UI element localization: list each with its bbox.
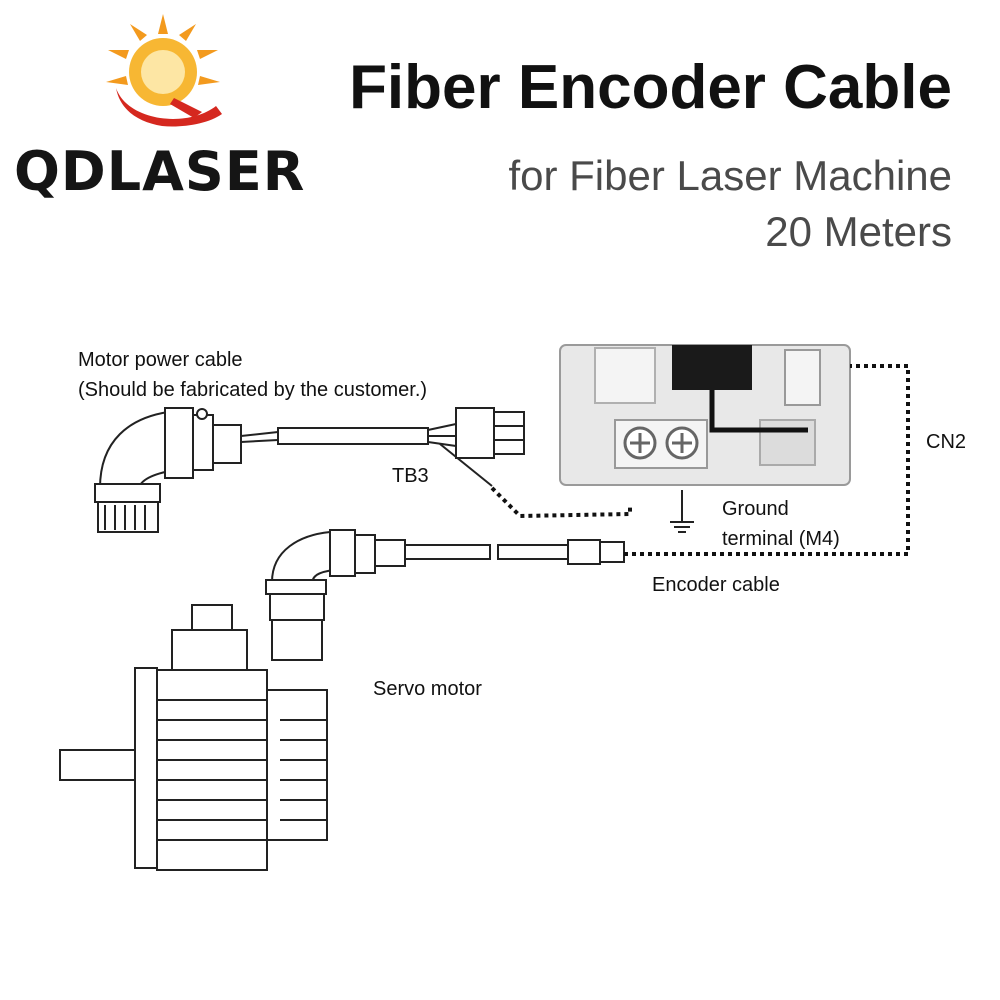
motor-power-cable-icon: [240, 423, 493, 487]
servo-drive-icon: [559, 344, 851, 486]
brand-logo-text: QDLASER: [14, 140, 306, 203]
motor-power-cable-label: Motor power cable: [78, 349, 243, 371]
qdlaser-sun-logo: [106, 14, 222, 127]
ground-terminal-label-line2: terminal (M4): [722, 528, 840, 550]
tb3-label: TB3: [392, 465, 429, 487]
encoder-cable-icon: [404, 539, 625, 565]
page-subtitle-line2: 20 Meters: [765, 208, 952, 255]
motor-power-connector-icon: [94, 407, 242, 533]
tb3-connector-icon: [455, 407, 525, 459]
servo-motor-label: Servo motor: [373, 678, 482, 700]
encoder-connector-icon: [265, 529, 406, 621]
ground-terminal-label-line1: Ground: [722, 498, 789, 520]
servo-motor-icon: [59, 604, 328, 871]
motor-power-note: (Should be fabricated by the customer.): [78, 379, 428, 401]
cn2-label: CN2: [926, 431, 967, 453]
cn2-wire: [624, 364, 910, 556]
encoder-cable-label: Encoder cable: [652, 574, 780, 596]
ground-wire: [490, 486, 632, 519]
page-subtitle-line1: for Fiber Laser Machine: [508, 152, 952, 199]
page-title: Fiber Encoder Cable: [349, 53, 952, 122]
ground-symbol-icon: [670, 490, 694, 533]
